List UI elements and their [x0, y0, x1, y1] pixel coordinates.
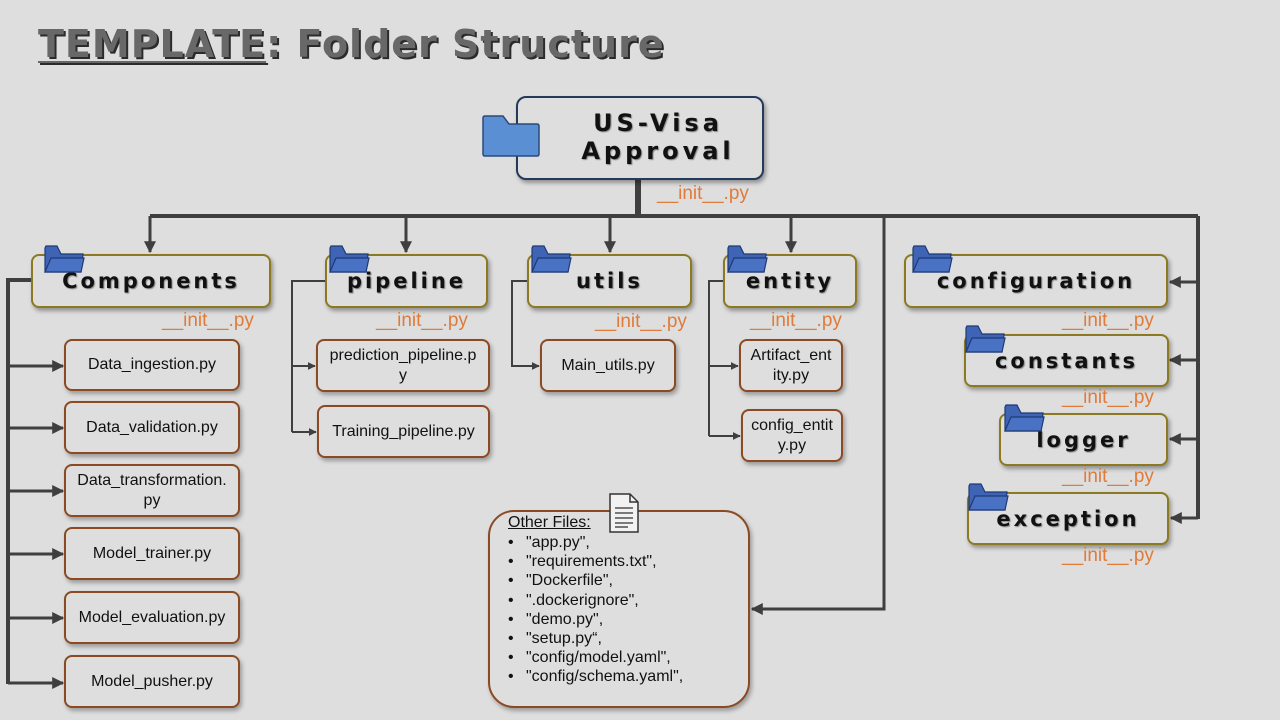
- root-label-line1: US-Visa: [593, 109, 723, 138]
- other-files-box: Other Files: "app.py", "requirements.txt…: [488, 510, 750, 708]
- folder-utils-label: utils: [576, 269, 643, 293]
- folder-icon: [1004, 404, 1045, 432]
- file-data-validation[interactable]: Data_validation.py: [64, 401, 240, 454]
- root-label-line2: Approval: [581, 137, 735, 165]
- list-item: "demo.py",: [508, 610, 748, 629]
- page-title: TEMPLATE: Folder Structure: [38, 22, 665, 66]
- entity-init-file: __init__.py: [750, 310, 842, 331]
- folder-logger-label: logger: [1036, 427, 1131, 452]
- folder-icon: [912, 245, 953, 273]
- root-init-file: __init__.py: [657, 183, 749, 204]
- constants-init-file: __init__.py: [1062, 387, 1154, 408]
- other-files-title: Other Files:: [508, 514, 591, 531]
- document-icon: [609, 493, 639, 533]
- list-item: "setup.py“,: [508, 629, 748, 648]
- configuration-init-file: __init__.py: [1062, 310, 1154, 331]
- folder-icon: [727, 245, 768, 273]
- file-model-trainer[interactable]: Model_trainer.py: [64, 527, 240, 580]
- logger-init-file: __init__.py: [1062, 466, 1154, 487]
- exception-init-file: __init__.py: [1062, 545, 1154, 566]
- folder-icon: [329, 245, 370, 273]
- folder-icon: [531, 245, 572, 273]
- file-artifact-entity[interactable]: Artifact_entity.py: [739, 339, 843, 392]
- components-init-file: __init__.py: [162, 310, 254, 331]
- file-config-entity[interactable]: config_entity.py: [741, 409, 843, 462]
- folder-components-label: Components: [62, 269, 240, 293]
- folder-exception[interactable]: exception: [967, 492, 1169, 545]
- folder-icon: [44, 245, 85, 273]
- title-rest: : Folder Structure: [266, 22, 665, 66]
- file-prediction-pipeline[interactable]: prediction_pipeline.py: [316, 339, 490, 392]
- list-item: "app.py",: [508, 533, 748, 552]
- folder-pipeline-label: pipeline: [346, 269, 467, 293]
- other-files-list: "app.py", "requirements.txt", "Dockerfil…: [508, 533, 748, 687]
- file-main-utils[interactable]: Main_utils.py: [540, 339, 676, 392]
- file-data-transformation[interactable]: Data_transformation.py: [64, 464, 240, 517]
- folder-exception-label: exception: [996, 506, 1140, 531]
- root-folder-box[interactable]: US-Visa Approval: [516, 96, 764, 180]
- list-item: "Dockerfile",: [508, 571, 748, 590]
- file-model-pusher[interactable]: Model_pusher.py: [64, 655, 240, 708]
- file-model-evaluation[interactable]: Model_evaluation.py: [64, 591, 240, 644]
- file-training-pipeline[interactable]: Training_pipeline.py: [317, 405, 490, 458]
- file-data-ingestion[interactable]: Data_ingestion.py: [64, 339, 240, 391]
- pipeline-init-file: __init__.py: [376, 310, 468, 331]
- folder-icon: [965, 325, 1006, 353]
- list-item: "config/model.yaml",: [508, 648, 748, 667]
- root-folder-icon: [482, 115, 540, 157]
- list-item: ".dockerignore",: [508, 591, 748, 610]
- utils-init-file: __init__.py: [595, 311, 687, 332]
- list-item: "config/schema.yaml",: [508, 667, 748, 686]
- folder-icon: [968, 483, 1009, 511]
- folder-constants-label: constants: [994, 348, 1139, 373]
- title-prefix: TEMPLATE: [38, 22, 267, 66]
- folder-configuration-label: configuration: [936, 269, 1136, 293]
- folder-entity-label: entity: [745, 269, 835, 293]
- folder-constants[interactable]: constants: [964, 334, 1169, 387]
- list-item: "requirements.txt",: [508, 552, 748, 571]
